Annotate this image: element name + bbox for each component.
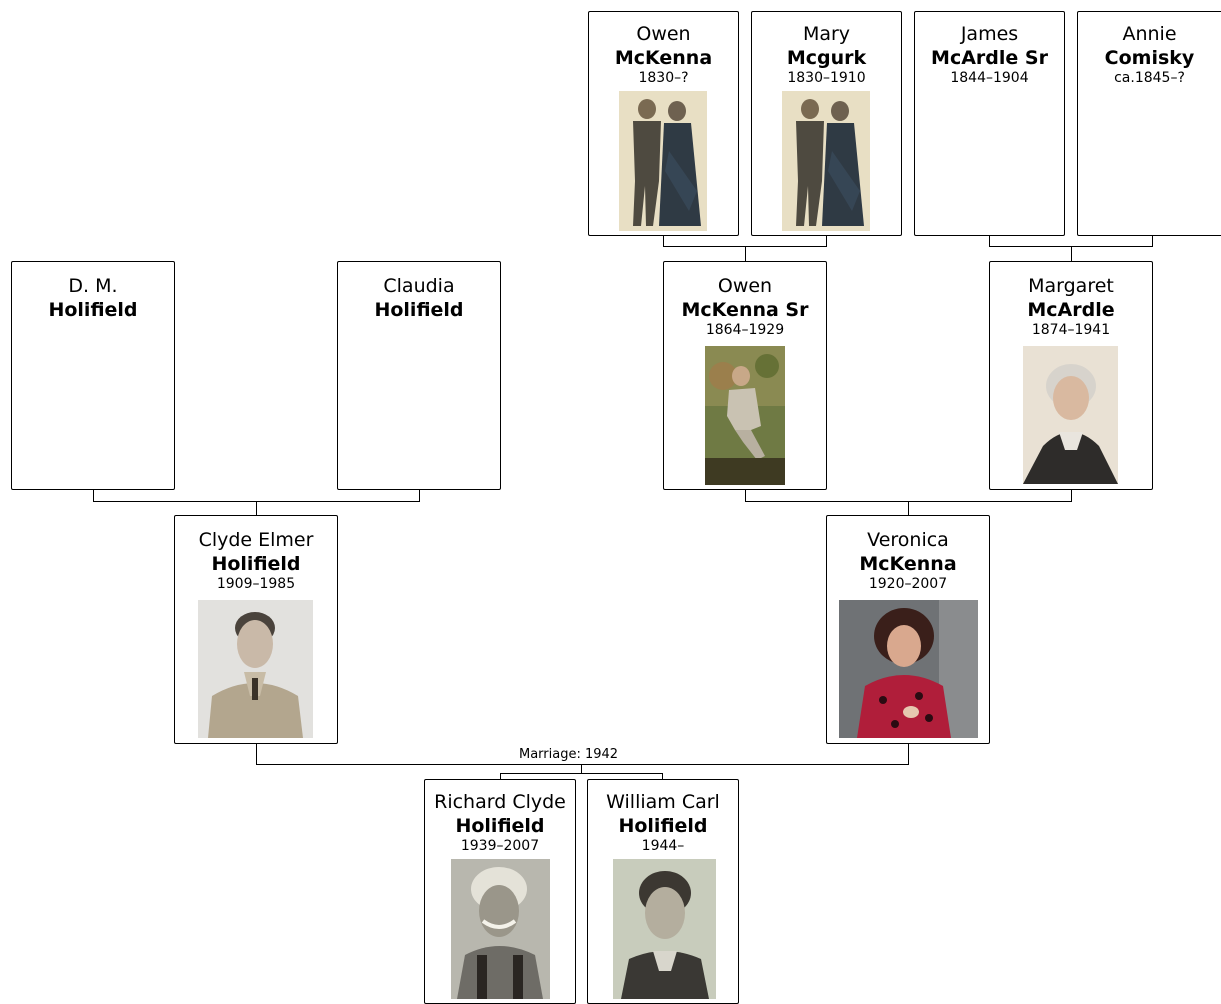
connector-line (745, 246, 746, 261)
portrait-photo[interactable] (705, 346, 785, 485)
life-dates: ca.1845–? (1114, 70, 1185, 86)
connector-line (256, 764, 909, 765)
connector-line (745, 489, 746, 502)
connector-line (1071, 489, 1072, 502)
life-dates: 1909–1985 (216, 576, 296, 592)
life-dates: 1864–1929 (705, 322, 785, 338)
portrait-photo[interactable] (839, 600, 978, 738)
person-card-annie-comisky[interactable]: Annie Comisky ca.1845–? (1077, 11, 1221, 236)
connector-line (1071, 246, 1072, 261)
given-name: William Carl (606, 791, 720, 813)
life-dates: 1830–1910 (787, 70, 866, 86)
given-name: Annie (1122, 23, 1177, 45)
surname: McKenna Sr (681, 299, 809, 321)
connector-line (908, 743, 909, 765)
portrait-photo[interactable] (1023, 346, 1118, 484)
given-name: Owen (717, 275, 773, 297)
surname: McKenna (614, 47, 713, 69)
connector-line (908, 501, 909, 516)
person-card-owen-mckenna[interactable]: Owen McKenna 1830–? (588, 11, 739, 236)
connector-line (662, 773, 663, 781)
life-dates: 1874–1941 (1031, 322, 1111, 338)
given-name: James (960, 23, 1019, 45)
surname: Holifield (48, 299, 138, 321)
person-card-claudia-holifield[interactable]: Claudia Holifield (337, 261, 501, 490)
life-dates: 1830–? (638, 70, 689, 86)
surname: Holifield (211, 553, 301, 575)
life-dates: 1944– (641, 838, 685, 854)
given-name: Margaret (1028, 275, 1114, 297)
person-card-richard-holifield[interactable]: Richard Clyde Holifield 1939–2007 (424, 779, 576, 1004)
surname: McKenna (859, 553, 957, 575)
portrait-photo[interactable] (198, 600, 313, 738)
person-card-clyde-holifield[interactable]: Clyde Elmer Holifield 1909–1985 (174, 515, 338, 744)
connector-line (93, 489, 94, 502)
connector-line (256, 743, 257, 765)
connector-line (500, 773, 663, 774)
given-name: Owen (636, 23, 691, 45)
surname: Comisky (1104, 47, 1195, 69)
connector-line (500, 773, 501, 781)
person-card-william-holifield[interactable]: William Carl Holifield 1944– (587, 779, 739, 1004)
surname: McArdle Sr (931, 47, 1048, 69)
connector-line (989, 235, 990, 247)
life-dates: 1939–2007 (460, 838, 540, 854)
given-name: Richard Clyde (434, 791, 566, 813)
given-name: Mary (802, 23, 851, 45)
person-card-mary-mcgurk[interactable]: Mary Mcgurk 1830–1910 (751, 11, 902, 236)
person-card-veronica-mckenna[interactable]: Veronica McKenna 1920–2007 (826, 515, 990, 744)
connector-line (663, 235, 664, 247)
surname: Holifield (374, 299, 464, 321)
surname: Holifield (455, 815, 545, 837)
surname: Mcgurk (786, 47, 867, 69)
connector-line (581, 764, 582, 774)
given-name: Claudia (383, 275, 455, 297)
marriage-label: Marriage: 1942 (517, 747, 621, 762)
connector-line (826, 235, 827, 247)
surname: Holifield (618, 815, 708, 837)
person-card-james-mcardle[interactable]: James McArdle Sr 1844–1904 (914, 11, 1065, 236)
given-name: Veronica (867, 529, 949, 551)
connector-line (419, 489, 420, 502)
portrait-photo[interactable] (451, 859, 550, 999)
connector-line (256, 501, 257, 516)
life-dates: 1920–2007 (868, 576, 948, 592)
person-card-owen-mckenna-sr[interactable]: Owen McKenna Sr 1864–1929 (663, 261, 827, 490)
connector-line (1152, 235, 1153, 247)
given-name: Clyde Elmer (198, 529, 314, 551)
portrait-photo[interactable] (613, 859, 716, 999)
portrait-photo[interactable] (782, 91, 870, 231)
given-name: D. M. (68, 275, 118, 297)
person-card-margaret-mcardle[interactable]: Margaret McArdle 1874–1941 (989, 261, 1153, 490)
person-card-dm-holifield[interactable]: D. M. Holifield (11, 261, 175, 490)
life-dates: 1844–1904 (950, 70, 1029, 86)
surname: McArdle (1027, 299, 1115, 321)
portrait-photo[interactable] (619, 91, 707, 231)
